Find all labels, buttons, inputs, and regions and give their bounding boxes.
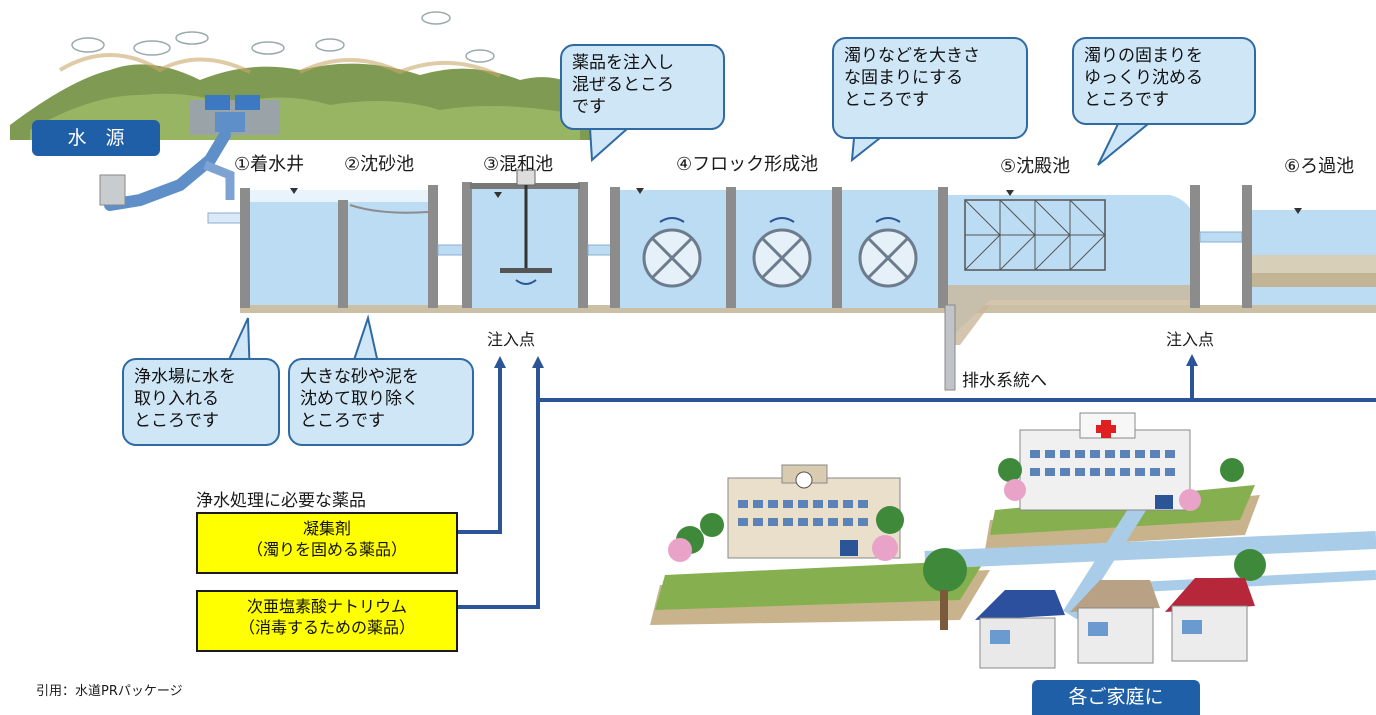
tank-3 <box>462 169 588 308</box>
coagulant-name: 凝集剤 <box>302 519 351 538</box>
callout-sedimentation: 濁りの固まりを ゆっくり沈める ところです <box>1072 37 1256 125</box>
plant-foundation <box>240 305 1376 313</box>
rotation-arrows <box>659 217 901 223</box>
clouds <box>71 11 495 63</box>
hypochlorite-desc: （消毒するための薬品） <box>238 618 415 637</box>
tank-1-2 <box>240 185 438 308</box>
stage-6-label: ⑥ろ過池 <box>1284 156 1355 177</box>
water-channel-2 <box>203 160 235 200</box>
injection-point-label-1: 注入点 <box>487 330 536 349</box>
hypochlorite-box: 次亜塩素酸ナトリウム （消毒するための薬品） <box>196 590 458 652</box>
callout-intake: 浄水場に水を 取り入れる ところです <box>122 358 280 446</box>
stage-4-label: ④フロック形成池 <box>676 154 819 175</box>
water-channel <box>104 129 231 211</box>
drain-label: 排水系統へ <box>962 371 1047 391</box>
town <box>650 412 1376 669</box>
arrowheads <box>494 354 1198 368</box>
citation: 引用：水道PRパッケージ <box>36 684 183 699</box>
stage-5-label: ⑤沈殿池 <box>1000 156 1071 177</box>
pipe-5-6 <box>1199 231 1243 243</box>
callout-grit-removal: 大きな砂や泥を 沈めて取り除く ところです <box>288 358 474 446</box>
stage-2-label: ②沈砂池 <box>344 154 415 175</box>
drain-pipe <box>944 304 956 391</box>
dam <box>190 95 280 135</box>
stage-1-label: ①着水井 <box>234 154 305 175</box>
tank-5 <box>948 185 1200 345</box>
tank-6 <box>1242 185 1376 308</box>
destination-label: 各ご家庭に <box>1032 680 1200 715</box>
hypochlorite-name: 次亜塩素酸ナトリウム <box>246 597 407 616</box>
callout-mixing: 薬品を注入し 混ぜるところ です <box>560 44 725 130</box>
coagulant-desc: （濁りを固める薬品） <box>246 540 407 559</box>
injection-point-label-2: 注入点 <box>1166 330 1215 349</box>
mountains <box>10 53 590 140</box>
paddle-mixers <box>642 228 918 288</box>
coagulant-box: 凝集剤 （濁りを固める薬品） <box>196 512 458 574</box>
stage-3-label: ③混和池 <box>483 154 554 175</box>
chemicals-title: 浄水処理に必要な薬品 <box>196 491 366 511</box>
callout-flocculation: 濁りなどを大きさ な固まりにする ところです <box>832 37 1028 139</box>
water-level-marks <box>290 188 1302 214</box>
water-source-label: 水 源 <box>32 120 160 156</box>
pump-house <box>99 174 126 206</box>
chemical-feed-lines <box>458 363 1376 609</box>
